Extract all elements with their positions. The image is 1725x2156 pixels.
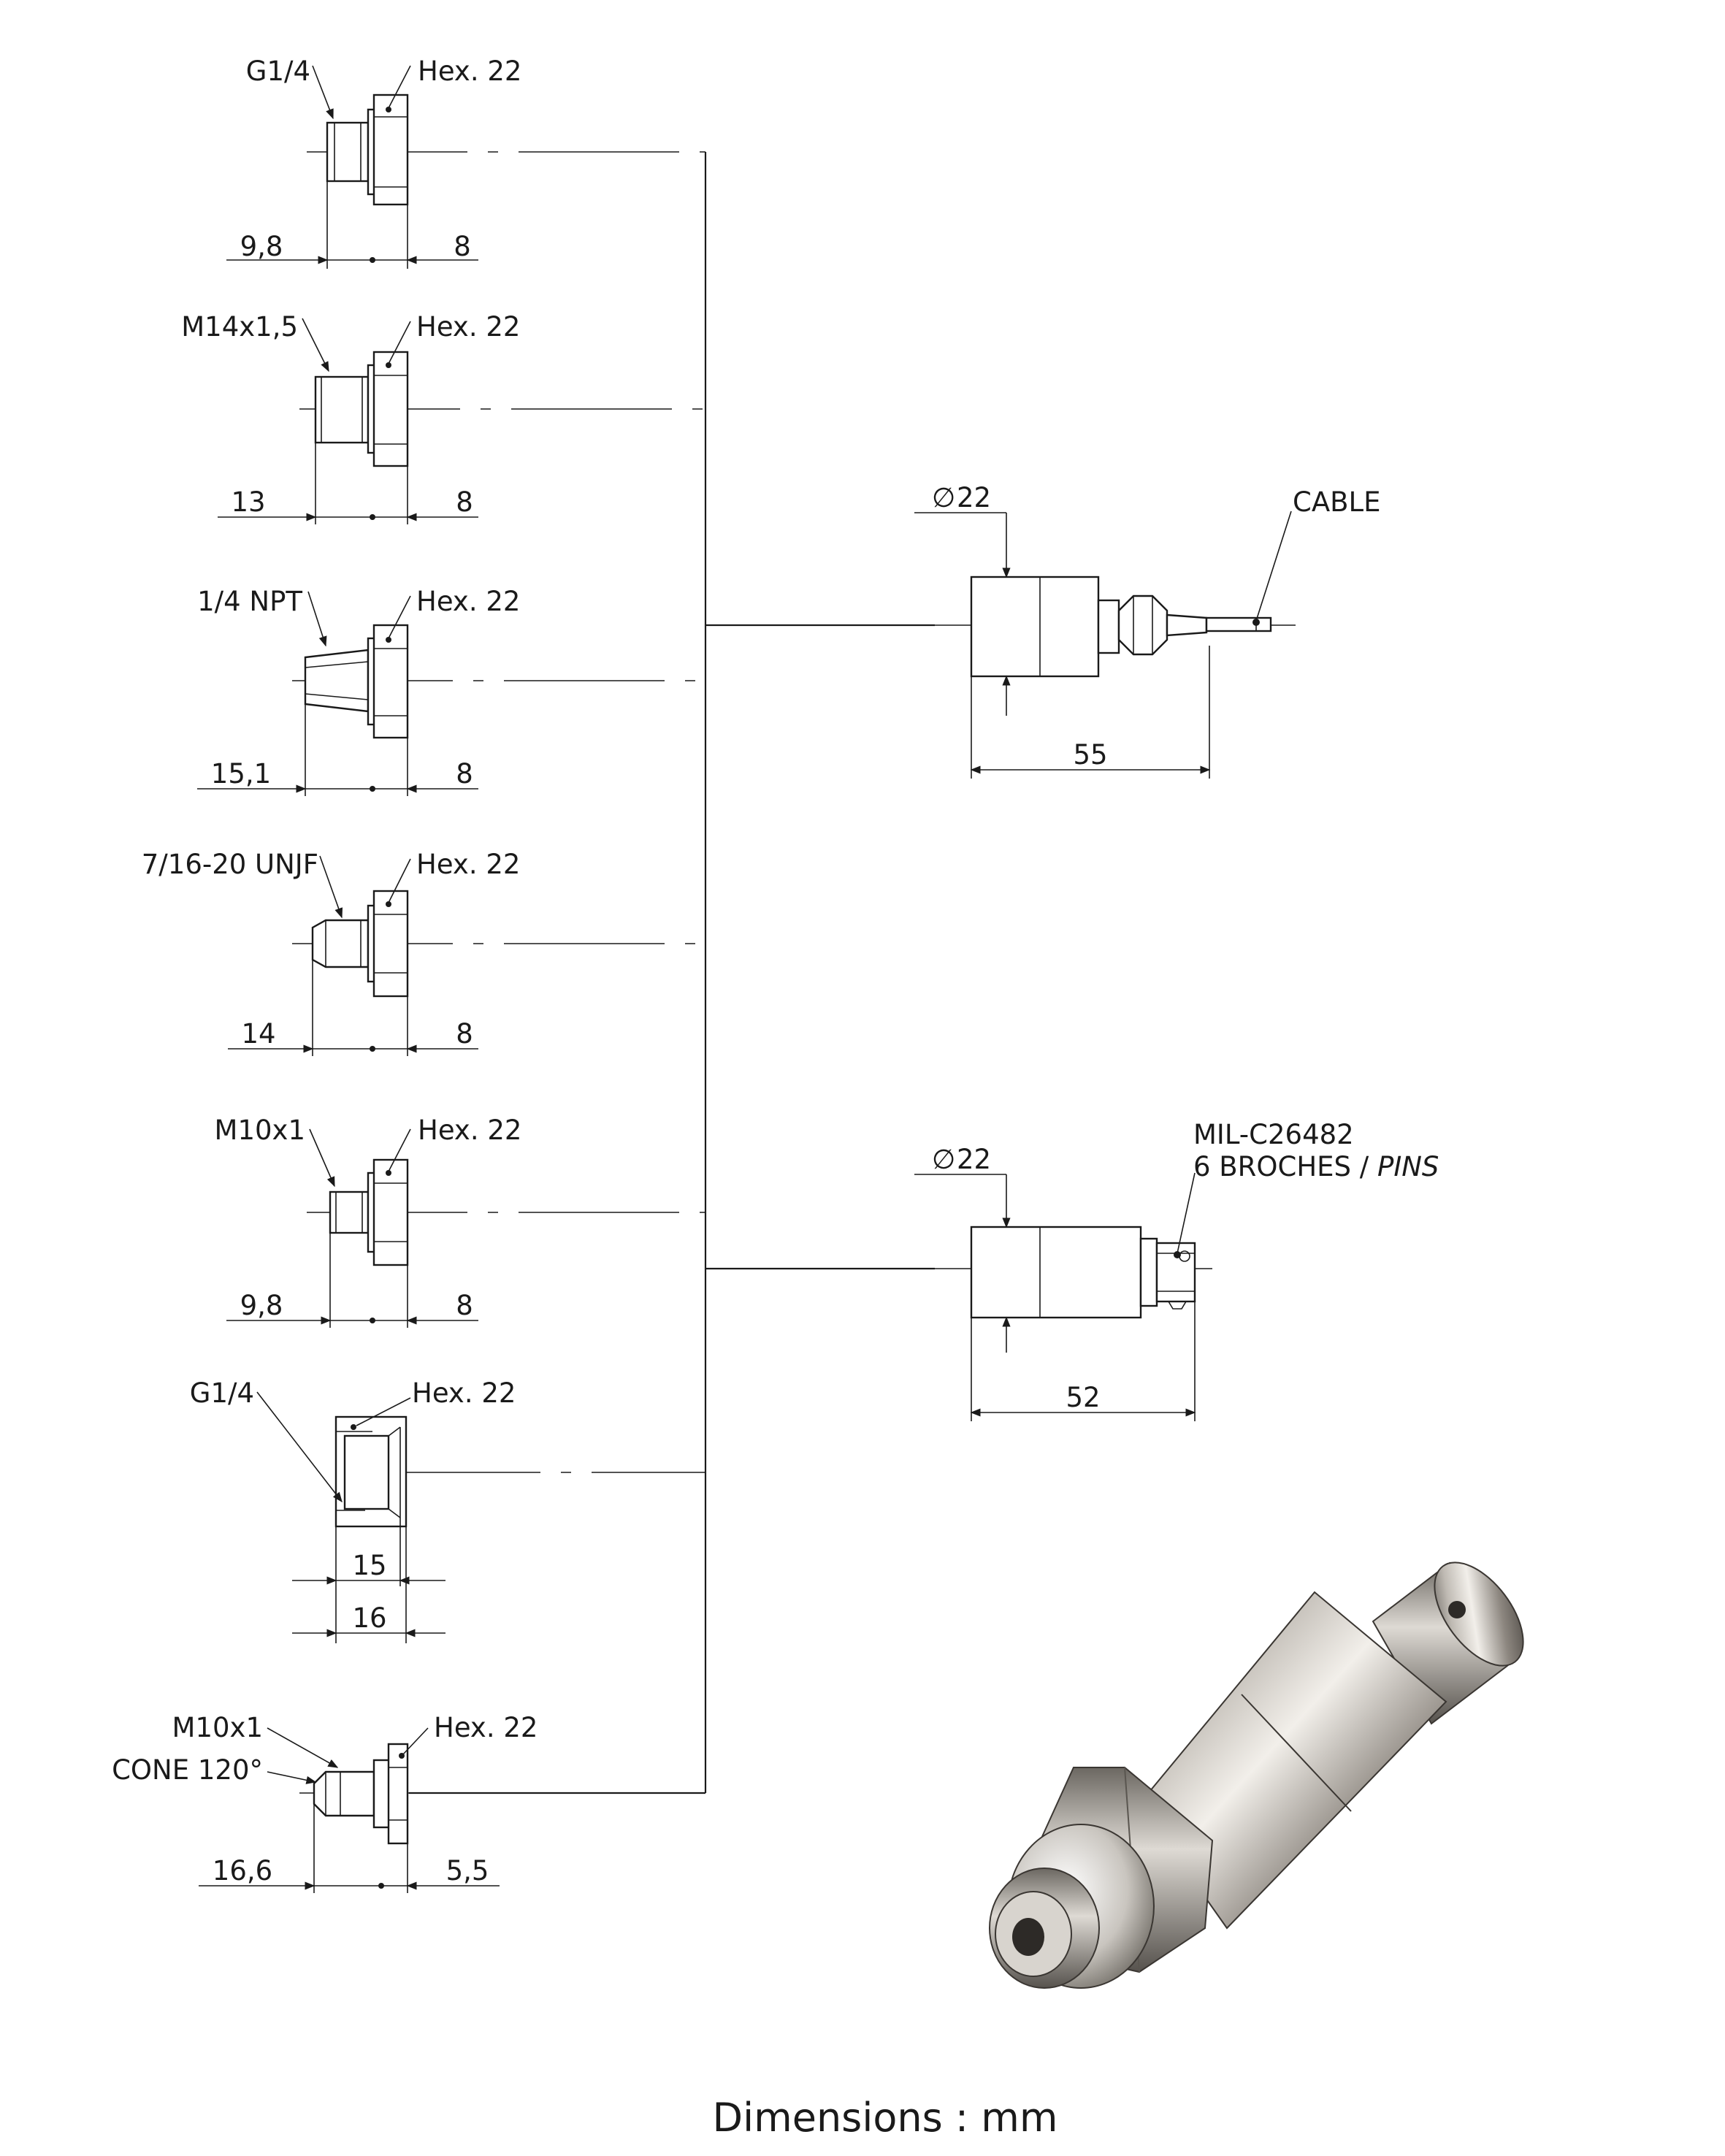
cone-label: CONE 120° bbox=[112, 1754, 263, 1786]
hex-label: Hex. 22 bbox=[416, 849, 520, 880]
connection-bus bbox=[704, 152, 935, 1793]
hex-label: Hex. 22 bbox=[418, 56, 521, 87]
connector-version-sensor: ∅ 22 52 MIL-C26482 6 BROCHES / PINS bbox=[914, 1119, 1439, 1421]
dim-right-label: 8 bbox=[456, 758, 473, 790]
fitting-2: M14x1,5 Hex. 22 13 8 bbox=[181, 311, 705, 524]
fitting-5: M10x1 Hex. 22 9,8 8 bbox=[215, 1115, 705, 1328]
dim-left-label: 16,6 bbox=[213, 1855, 272, 1886]
dim-left-label: 9,8 bbox=[240, 1290, 283, 1321]
fitting-6: G1/4 Hex. 22 15 16 bbox=[190, 1377, 705, 1643]
hex-label: Hex. 22 bbox=[416, 586, 520, 617]
dim-left-label: 14 bbox=[241, 1018, 275, 1050]
dim-b-label: 16 bbox=[352, 1602, 386, 1634]
length-label: 55 bbox=[1073, 739, 1107, 771]
thread-label: 7/16-20 UNJF bbox=[142, 849, 318, 880]
thread-label: 1/4 NPT bbox=[197, 586, 302, 617]
dim-left-label: 15,1 bbox=[211, 758, 271, 790]
cable-label: CABLE bbox=[1293, 486, 1381, 518]
fitting-4: 7/16-20 UNJF Hex. 22 14 8 bbox=[142, 849, 705, 1056]
thread-label: G1/4 bbox=[190, 1377, 254, 1409]
diameter-label: 22 bbox=[957, 1144, 991, 1175]
dim-right-label: 8 bbox=[454, 231, 471, 262]
hex-label: Hex. 22 bbox=[416, 311, 520, 343]
dim-right-label: 8 bbox=[456, 1290, 473, 1321]
dim-right-label: 8 bbox=[456, 486, 473, 518]
fitting-1: G1/4 Hex. 22 9,8 8 bbox=[226, 56, 705, 269]
dim-left-label: 13 bbox=[231, 486, 265, 518]
diameter-symbol: ∅ bbox=[932, 1144, 955, 1175]
dimensions-title: Dimensions : mm bbox=[713, 2095, 1058, 2141]
sensor-3d-render bbox=[989, 1561, 1524, 1989]
diameter-symbol: ∅ bbox=[932, 482, 955, 513]
thread-label: M10x1 bbox=[172, 1712, 263, 1743]
hex-label: Hex. 22 bbox=[418, 1115, 521, 1146]
thread-label: M14x1,5 bbox=[181, 311, 298, 343]
dim-a-label: 15 bbox=[352, 1550, 386, 1581]
hex-label: Hex. 22 bbox=[412, 1377, 516, 1409]
thread-label: G1/4 bbox=[246, 56, 310, 87]
dim-right-label: 5,5 bbox=[446, 1855, 489, 1886]
fitting-3: 1/4 NPT Hex. 22 15,1 8 bbox=[197, 586, 705, 796]
hex-label: Hex. 22 bbox=[434, 1712, 538, 1743]
pins-prefix: 6 BROCHES / bbox=[1193, 1151, 1377, 1182]
pins-italic: PINS bbox=[1377, 1151, 1439, 1182]
fitting-7: M10x1 CONE 120° Hex. 22 16,6 5,5 bbox=[112, 1712, 705, 1893]
thread-label: M10x1 bbox=[215, 1115, 305, 1146]
dim-left-label: 9,8 bbox=[240, 231, 283, 262]
diameter-label: 22 bbox=[957, 482, 991, 513]
length-label: 52 bbox=[1066, 1382, 1100, 1413]
connector-label-line1: MIL-C26482 bbox=[1193, 1119, 1354, 1150]
connector-label-line2: 6 BROCHES / PINS bbox=[1193, 1151, 1439, 1182]
dim-right-label: 8 bbox=[456, 1018, 473, 1050]
cable-version-sensor: ∅ 22 55 CABLE bbox=[914, 482, 1381, 779]
